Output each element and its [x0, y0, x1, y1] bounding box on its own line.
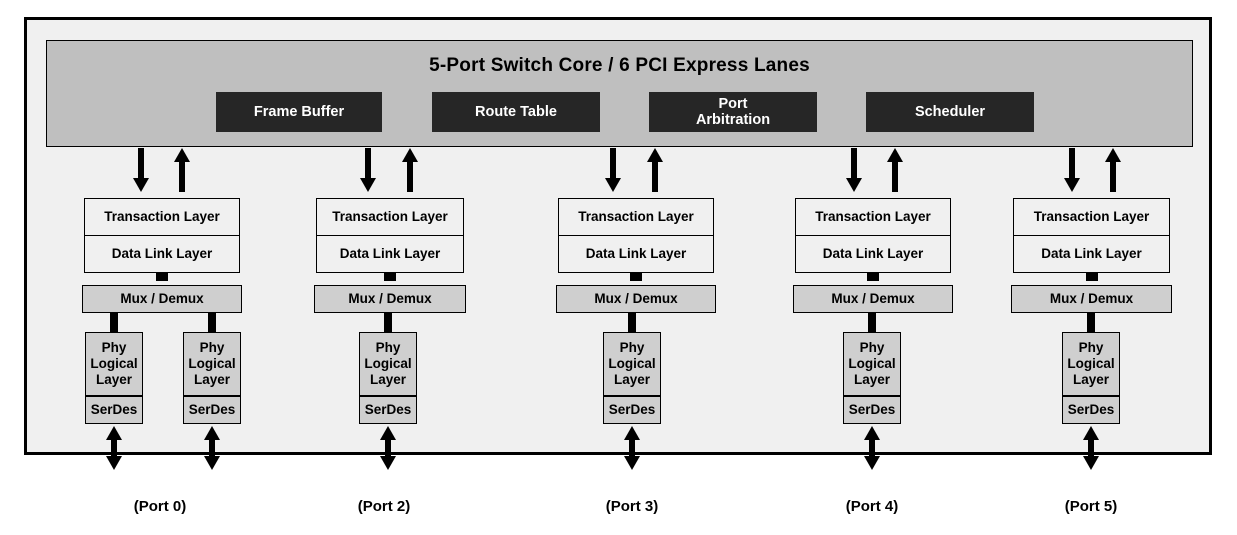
transaction-layer-port-2: Transaction Layer	[316, 198, 464, 236]
connector-mux-phy-port-4	[868, 313, 876, 332]
data-link-layer-port-5: Data Link Layer	[1013, 235, 1170, 273]
data-link-layer-port-0: Data Link Layer	[84, 235, 240, 273]
core-block-scheduler: Scheduler	[866, 92, 1034, 132]
port-label-port-3: (Port 3)	[605, 498, 659, 515]
port-label-port-4: (Port 4)	[845, 498, 899, 515]
data-link-layer-port-4: Data Link Layer	[795, 235, 951, 273]
port-label-port-2: (Port 2)	[357, 498, 411, 515]
connector-mux-phy-port-0-lane-1	[208, 313, 216, 332]
mux-demux-port-3: Mux / Demux	[556, 285, 716, 313]
connector-mux-phy-port-2	[384, 313, 392, 332]
connector-datalink-mux-port-3	[630, 272, 642, 281]
data-link-layer-port-2: Data Link Layer	[316, 235, 464, 273]
serdes-port-5: SerDes	[1062, 396, 1120, 424]
data-link-layer-port-3: Data Link Layer	[558, 235, 714, 273]
mux-demux-port-4: Mux / Demux	[793, 285, 953, 313]
connector-datalink-mux-port-5	[1085, 272, 1098, 281]
port-label-port-0: (Port 0)	[133, 498, 187, 515]
core-title: 5-Port Switch Core / 6 PCI Express Lanes	[429, 55, 810, 76]
core-block-frame-buffer: Frame Buffer	[216, 92, 382, 132]
transaction-layer-port-4: Transaction Layer	[795, 198, 951, 236]
mux-demux-port-5: Mux / Demux	[1011, 285, 1172, 313]
serdes-port-0-lane-0: SerDes	[85, 396, 143, 424]
serdes-port-2: SerDes	[359, 396, 417, 424]
connector-datalink-mux-port-4	[867, 272, 879, 281]
mux-demux-port-0: Mux / Demux	[82, 285, 242, 313]
port-label-port-5: (Port 5)	[1064, 498, 1118, 515]
connector-datalink-mux-port-2	[384, 272, 396, 281]
connector-mux-phy-port-0-lane-0	[110, 313, 118, 332]
connector-mux-phy-port-5	[1087, 313, 1095, 332]
transaction-layer-port-5: Transaction Layer	[1013, 198, 1170, 236]
serdes-port-3: SerDes	[603, 396, 661, 424]
connector-datalink-mux-port-0	[156, 272, 168, 281]
transaction-layer-port-0: Transaction Layer	[84, 198, 240, 236]
connector-mux-phy-port-3	[628, 313, 636, 332]
core-block-route-table: Route Table	[432, 92, 600, 132]
transaction-layer-port-3: Transaction Layer	[558, 198, 714, 236]
serdes-port-4: SerDes	[843, 396, 901, 424]
serdes-port-0-lane-1: SerDes	[183, 396, 241, 424]
mux-demux-port-2: Mux / Demux	[314, 285, 466, 313]
